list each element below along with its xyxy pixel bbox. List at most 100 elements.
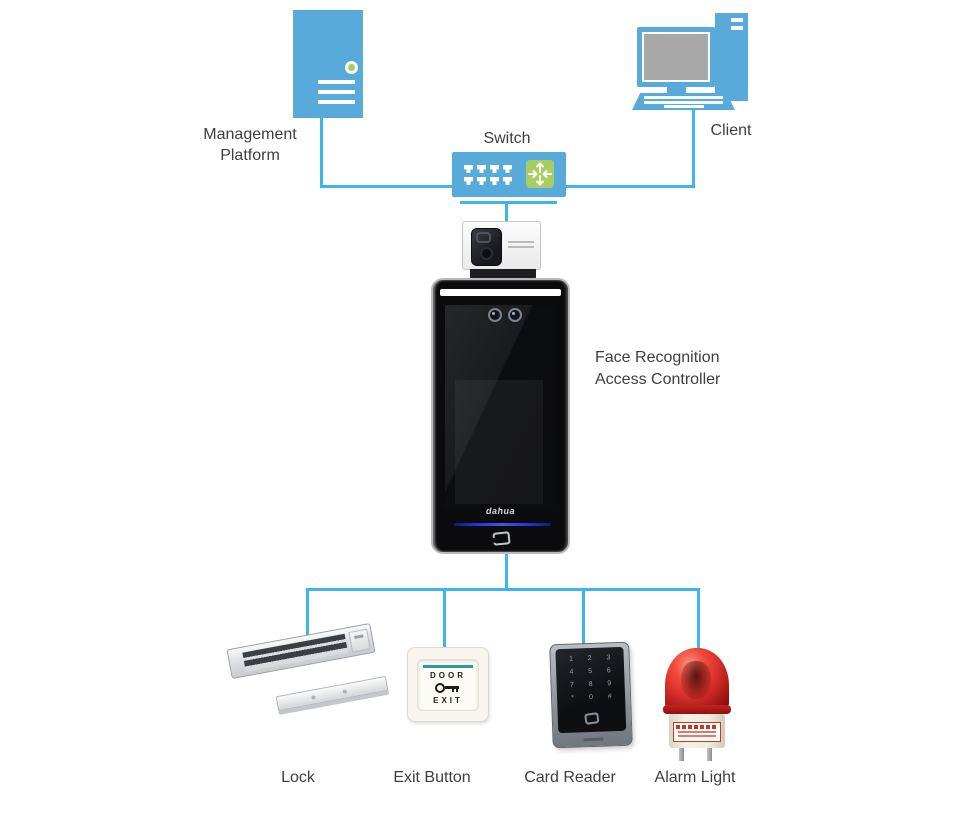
exit-button-stripe	[423, 665, 473, 668]
face-terminal-icon: dahua	[431, 278, 570, 554]
terminal-top-bar	[440, 289, 561, 296]
camera-lens-icon	[480, 247, 493, 260]
exit-button-door-text: DOOR	[430, 671, 466, 680]
exit-button-exit-text: EXIT	[433, 696, 463, 705]
exit-button-label: Exit Button	[393, 769, 471, 786]
switch-label: Switch	[483, 130, 531, 147]
lock-end-cap	[348, 628, 371, 653]
connector-switch-client	[565, 185, 695, 188]
tower-drive-slot	[731, 18, 743, 22]
ethernet-port-icon	[490, 177, 499, 185]
keypad-key: 2	[587, 654, 592, 663]
monitor-stand	[667, 87, 686, 94]
connector-bus-horizontal	[306, 588, 700, 591]
camera-module-icon	[462, 221, 541, 270]
keypad-key: 4	[569, 668, 574, 676]
keypad-key: 9	[607, 680, 612, 688]
card-reader-label: Card Reader	[524, 769, 616, 786]
management-server-icon	[293, 10, 363, 118]
alarm-mount-leg	[707, 748, 712, 761]
contactless-card-icon	[584, 712, 600, 725]
terminal-lens-left-icon	[488, 308, 502, 322]
ethernet-port-icon	[477, 165, 486, 173]
tower-drive-slot	[731, 26, 743, 30]
switch-icon	[452, 152, 566, 197]
connector-switch-camera	[505, 203, 508, 223]
client-keyboard-icon	[632, 93, 735, 110]
lock-label: Lock	[281, 769, 315, 786]
connector-client-vertical	[692, 110, 695, 188]
terminal-brand-logo: dahua	[485, 506, 515, 516]
module-brand-line	[508, 246, 534, 248]
keypad-key: #	[607, 693, 612, 701]
switch-port-row	[464, 177, 512, 185]
controller-label-line2: Access Controller	[595, 371, 721, 388]
exit-button-face: DOOR EXIT	[417, 659, 479, 711]
keypad-key: 7	[569, 681, 575, 689]
switch-ports-icon	[464, 165, 512, 189]
management-platform-label: Management Platform	[168, 124, 332, 166]
server-vent-line	[318, 90, 355, 94]
management-label-line1: Management	[203, 126, 297, 143]
ethernet-port-icon	[464, 165, 473, 173]
exit-button-icon: DOOR EXIT	[407, 647, 489, 722]
monitor-screen	[642, 32, 710, 82]
client-monitor-icon	[637, 27, 715, 87]
alarm-mount-leg	[679, 748, 684, 761]
keypad-key: 6	[606, 667, 611, 675]
alarm-bulb	[681, 661, 711, 699]
terminal-card-swipe-icon	[490, 531, 511, 546]
ethernet-port-icon	[477, 177, 486, 185]
alarm-base	[669, 714, 725, 748]
card-reader-brand-mark	[583, 737, 604, 742]
terminal-display	[455, 380, 543, 504]
connector-terminal-bus	[505, 552, 508, 590]
ethernet-port-icon	[464, 177, 473, 185]
keypad-key: 0	[588, 693, 594, 702]
key-icon	[435, 683, 461, 694]
keyboard-spacebar	[664, 105, 704, 108]
alarm-dome	[665, 648, 729, 708]
terminal-indicator-line	[454, 523, 551, 526]
switch-routing-icon	[526, 160, 554, 188]
controller-label-line1: Face Recognition	[595, 349, 720, 366]
connector-server-switch	[320, 185, 454, 188]
alarm-light-label: Alarm Light	[654, 769, 736, 786]
magnetic-lock-icon	[226, 622, 376, 680]
server-vent-line	[318, 100, 355, 104]
ethernet-port-icon	[490, 165, 499, 173]
alarm-light-icon	[663, 645, 735, 762]
connector-server-vertical	[320, 117, 323, 187]
keypad-key: 5	[588, 667, 593, 676]
ethernet-port-icon	[503, 165, 512, 173]
terminal-glass	[445, 305, 556, 508]
connector-drop-card	[582, 590, 585, 646]
connector-drop-alarm	[697, 590, 700, 650]
module-brand-line	[508, 241, 534, 243]
management-label-line2: Platform	[220, 147, 280, 164]
keypad-key: *	[570, 694, 574, 702]
terminal-lens-right-icon	[508, 308, 522, 322]
connector-drop-lock	[306, 590, 309, 645]
alarm-warning-label	[673, 722, 721, 742]
alarm-rim	[663, 705, 731, 714]
connector-switch-bracket	[460, 201, 557, 204]
controller-label: Face Recognition Access Controller	[595, 347, 785, 391]
keyboard-keys	[644, 96, 723, 104]
server-power-led-icon	[345, 61, 358, 74]
lock-magnet-face	[242, 633, 349, 672]
connector-drop-exit	[443, 590, 446, 649]
camera-mount	[470, 269, 536, 280]
client-tower-icon	[715, 13, 748, 101]
camera-sensor-icon	[476, 232, 491, 243]
server-vent-line	[318, 80, 355, 84]
client-label: Client	[710, 122, 752, 139]
switch-port-row	[464, 165, 512, 173]
keypad-key: 8	[588, 680, 593, 689]
keypad-key: 1	[568, 655, 574, 663]
lock-armature-plate	[275, 675, 389, 712]
